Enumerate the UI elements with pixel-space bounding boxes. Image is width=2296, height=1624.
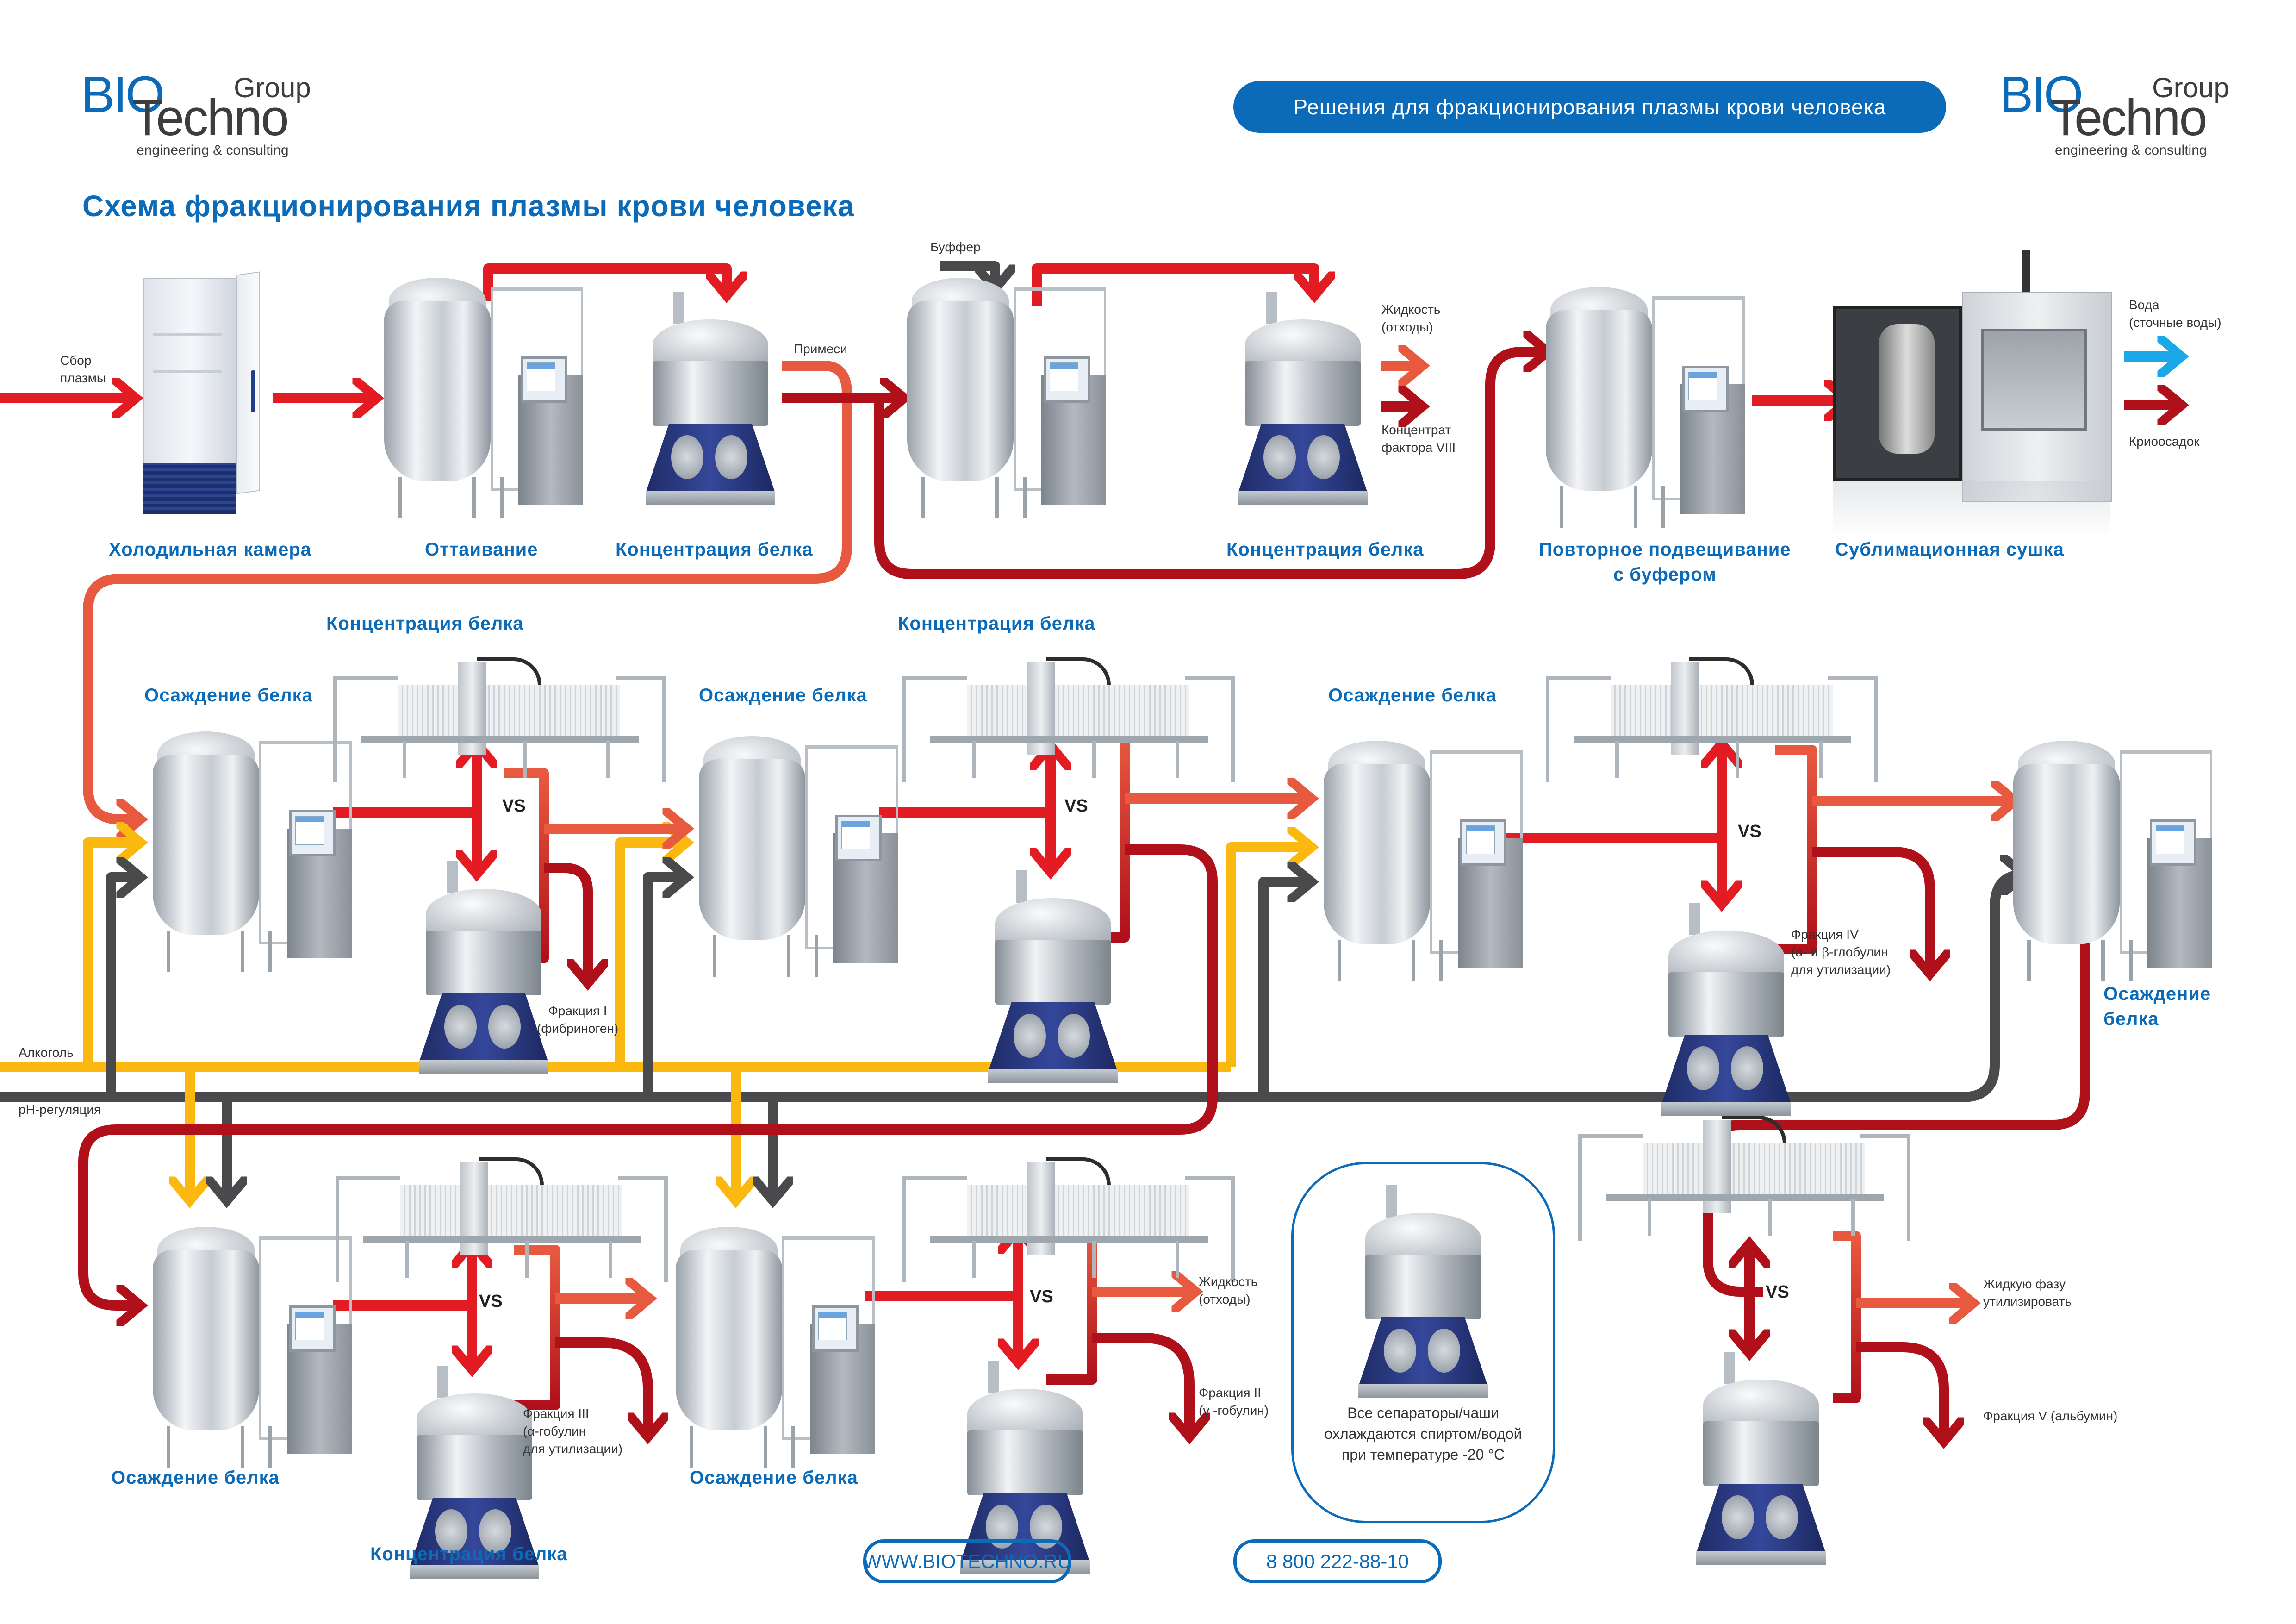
stage-label-precipitation-4: Осаждение белка [2103, 984, 2211, 1029]
stage-label-thaw: Оттаивание [425, 539, 538, 560]
filter-press-icon [1574, 1116, 1916, 1255]
stage-label-precipitation-1: Осаждение белка [144, 685, 313, 706]
alcohol-to-tank3 [1226, 847, 1310, 1067]
filter-press-icon [329, 657, 671, 796]
precipitation-tank-icon [2013, 731, 2235, 981]
separator-icon [1661, 903, 1791, 1120]
label-fraction-2: Фракция II (γ -гобулин) [1199, 1386, 1269, 1418]
vs-label: VS [502, 796, 526, 816]
stage-label-concentration-1: Концентрация белка [616, 539, 813, 560]
precipitation-tank-icon [699, 727, 921, 977]
refrigerator-icon [143, 271, 260, 518]
cooling-note: Все сепараторы/чаши охлаждаются спиртом/… [1324, 1405, 1522, 1463]
label-ph-regulation: pH-регуляция [19, 1102, 101, 1117]
alcohol-to-tank1 [83, 843, 139, 1067]
separator-icon [410, 1366, 539, 1583]
filter-press-icon [898, 657, 1240, 796]
stage-label-precipitation-2: Осаждение белка [699, 685, 867, 706]
ph-to-tank3 [1258, 882, 1310, 1097]
separator-icon [646, 292, 775, 509]
label-alcohol: Алкоголь [19, 1045, 74, 1060]
stage-label-precipitation-6: Осаждение белка [690, 1468, 858, 1488]
separator-icon [419, 861, 548, 1079]
vs-label: VS [479, 1292, 503, 1311]
phone-number[interactable]: 8 800 222-88-10 [1233, 1539, 1442, 1583]
flow-impurities [83, 361, 852, 819]
flow-tank2-loop-to-tank5 [78, 844, 1218, 1305]
flow-fraction2 [1092, 1333, 1189, 1435]
resuspension-tank-icon [1546, 278, 1768, 528]
label-water: Вода (сточные воды) [2129, 298, 2221, 330]
separator-icon [1696, 1352, 1826, 1569]
flow-fraction5 [1856, 1342, 1944, 1440]
tank-icon [907, 269, 1129, 518]
vs-label: VS [1766, 1282, 1789, 1302]
label-fraction-5: Фракция V (альбумин) [1983, 1409, 2118, 1423]
precipitation-tank-icon [153, 1218, 375, 1468]
biotechno-logo-right: BIO Techno Group engineering & consultin… [1999, 66, 2229, 158]
solutions-banner: Решения для фракционирования плазмы кров… [1233, 81, 1946, 133]
separator-icon [988, 870, 1118, 1088]
label-fraction-4: Фракция IV (α- и β-глобулин для утилизац… [1791, 927, 1891, 977]
filter-press-icon [1541, 657, 1884, 796]
stage-label-concentration-c: Концентрация белка [370, 1544, 568, 1564]
thawing-tank-icon [384, 269, 606, 518]
vs-label: VS [1738, 822, 1761, 841]
label-liquid-waste-2: Жидкость (отходы) [1199, 1274, 1258, 1306]
flow-thaw-to-conc1 [483, 263, 727, 301]
ph-to-tank2 [643, 877, 685, 1097]
page-title: Схема фракционирования плазмы крови чело… [82, 189, 855, 223]
separator-icon [1358, 1185, 1488, 1403]
flow-buffer [940, 261, 995, 287]
flow-fraction1 [544, 863, 588, 981]
flow-fraction4 [1812, 847, 1930, 972]
label-plasma-collection: Сбор плазмы [60, 353, 106, 385]
stage-label-precipitation-5: Осаждение белка [111, 1468, 280, 1488]
filter-press-icon [331, 1157, 673, 1296]
precipitation-tank-icon [676, 1218, 898, 1468]
stage-label-precipitation-3: Осаждение белка [1328, 685, 1497, 706]
flow-conc1-loop-to-resuspend [874, 352, 1546, 579]
label-liquid-dispose: Жидкую фазу утилизировать [1983, 1277, 2072, 1309]
label-cryoprecipitate: Криоосадок [2129, 434, 2200, 449]
website-link[interactable]: WWW.BIOTECHNO.RU [863, 1539, 1071, 1583]
stage-label-freeze-dry: Сублимационная сушка [1835, 539, 2064, 560]
stage-label-concentration-a: Концентрация белка [326, 613, 524, 634]
separator-icon [1238, 292, 1368, 509]
label-fraction-1: Фракция I (фибриноген) [537, 1004, 619, 1036]
precipitation-tank-icon [153, 722, 375, 972]
label-buffer: Буффер [930, 240, 981, 254]
label-factor-viii: Концентрат фактора VIII [1381, 423, 1456, 455]
flow-fraction3 [555, 1337, 648, 1435]
stage-label-resuspension: Повторное подвещивание с буфером [1539, 539, 1791, 585]
stage-label-concentration-2: Концентрация белка [1226, 539, 1424, 560]
bracket-5 [514, 1245, 560, 1410]
ph-main-line [0, 875, 2022, 1102]
cooling-info-box [1291, 1162, 1555, 1523]
biotechno-logo-left: BIO Techno Group engineering & consultin… [81, 66, 311, 158]
bracket-7 [1833, 1231, 1861, 1403]
filter-press-icon [898, 1157, 1240, 1296]
label-impurities: Примеси [794, 342, 847, 356]
label-liquid-waste: Жидкость (отходы) [1381, 302, 1441, 334]
stage-label-concentration-b: Концентрация белка [898, 613, 1095, 634]
freeze-dryer-icon [1833, 250, 2120, 537]
vs-label: VS [1030, 1287, 1053, 1306]
label-fraction-3: Фракция III (α-гобулин для утилизации) [523, 1406, 623, 1456]
stage-label-fridge: Холодильная камера [109, 539, 311, 560]
vs-label: VS [1064, 796, 1088, 816]
ph-to-tank1 [106, 877, 139, 1097]
precipitation-tank-icon [1324, 731, 1546, 981]
